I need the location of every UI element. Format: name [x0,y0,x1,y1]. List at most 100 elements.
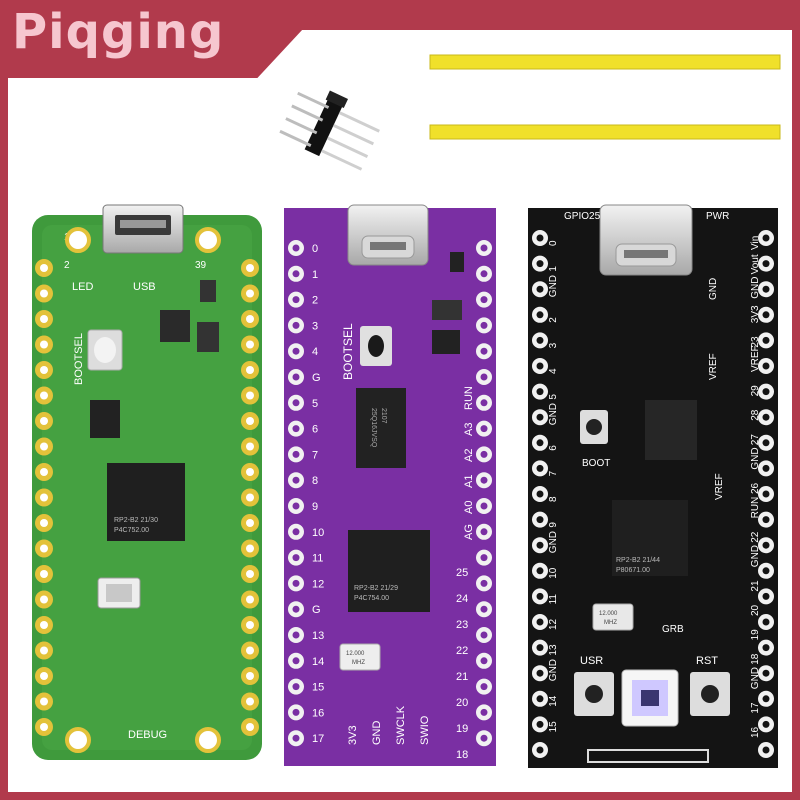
black-gpio25-label: GPIO25 [564,211,601,222]
pad-hole [480,450,488,458]
black-right-pin-label: 21 [750,580,761,592]
green-bootsel-label: BOOTSEL [73,333,85,385]
purple-left-pin-label: 1 [312,269,318,281]
purple-left-pin-label: 17 [312,733,324,745]
pad-hole [40,646,48,655]
pad-hole [292,657,300,665]
header-plastic [429,124,781,140]
purple-left-pin-label: 6 [312,424,318,436]
purple-crystal-line1: 12.000 [346,651,365,657]
purple-bottom-label: SWCLK [395,705,407,745]
pad-hole [536,592,544,600]
pad-hole [292,296,300,304]
purple-left-pin-label: G [312,372,321,384]
purple-bottom-label: GND [371,721,383,746]
green-usb-label: USB [133,281,156,293]
pad-hole [762,464,770,472]
pad-hole [762,362,770,370]
black-right-pin-label: 19 [750,629,761,641]
pad-hole [40,340,48,349]
black-left-pin-label: 3 [548,342,559,348]
pad-hole [762,567,770,575]
black-left-pin-label: 4 [548,368,559,374]
black-right-pin-label: 16 [750,726,761,738]
black-left-pin-label: 12 [548,618,559,630]
pad-hole [480,631,488,639]
pad-hole [292,631,300,639]
pad-hole [292,605,300,613]
black-usr-label: USR [580,655,603,667]
black-right-pin-label: GND [750,667,761,689]
pad-hole [246,519,254,527]
black-right-pin-label: 29 [750,385,761,397]
pad-hole [246,493,254,502]
purple-left-pin-label: 0 [312,243,318,255]
pad-hole [292,270,300,278]
pad-hole [40,672,48,680]
pad-hole [292,734,300,742]
pin-header-strips [429,32,781,168]
pad-hole [246,391,254,400]
black-left-pin-label: GND [548,659,559,681]
pad-hole [246,442,254,451]
pad-hole [40,417,48,425]
pad-hole [762,413,770,421]
black-right-pin-label: GND [750,545,761,567]
pad-hole [762,644,770,652]
purple-right-pin-label: A1 [463,475,475,488]
black-crystal-line1: 12.000 [599,611,618,617]
brand-name: Piqging [12,4,225,60]
pad-hole [292,528,300,536]
black-left-pin-label: 2 [548,317,559,323]
pad-hole [536,618,544,626]
header-strip [429,102,781,168]
purple-left-pin-label: 4 [312,346,318,358]
pad-hole [246,264,254,272]
black-left-pin-label: 0 [548,240,559,246]
purple-right-pin-label: 21 [456,671,468,683]
green-pin39-label: 39 [195,260,207,271]
pad-hole [40,723,48,731]
pad-hole [480,296,488,304]
pad-hole [762,592,770,600]
pad-hole [762,234,770,242]
purple-board: 25Q16JVSQ 2107 RP2-B2 21/29 P4C754.00 12… [284,204,496,766]
pad-hole [40,621,48,629]
black-right-pin-label: 17 [750,702,761,714]
pad-hole [480,270,488,278]
black-right-pin-label: 26 [750,482,761,494]
pad-hole [480,244,488,252]
black-left-pin-label: 15 [548,721,559,733]
pad-hole [292,683,300,691]
pad-hole [40,468,48,476]
pad-hole [480,579,488,587]
pad-hole [40,544,48,553]
pad-hole [246,468,254,476]
pad-hole [292,450,300,458]
pad-hole [480,347,488,355]
black-right-pin-label: 27 [750,434,761,446]
pad-hole [246,289,254,298]
pad-hole [536,720,544,728]
pad-hole [762,746,770,754]
purple-left-pin-label: 3 [312,320,318,332]
pad-hole [480,476,488,484]
pad-hole [292,321,300,329]
purple-right-pin-label: 20 [456,697,468,709]
black-left-pin-label: 1 [548,266,559,272]
pad-hole [536,260,544,268]
black-right-pin-label: GND [750,447,761,469]
pad-hole [536,362,544,370]
black-right-pin-label: 3V3 [750,305,761,323]
pad-hole [536,285,544,293]
pad-hole [480,708,488,716]
pad-hole [480,399,488,407]
purple-left-pin-label: 2 [312,295,318,307]
pad-hole [536,567,544,575]
purple-left-pin-label: 9 [312,501,318,513]
pad-hole [536,490,544,498]
purple-bootsel-label: BOOTSEL [341,323,355,380]
right-angle-header [279,66,380,171]
black-right-pin-label: 23 [750,336,761,348]
